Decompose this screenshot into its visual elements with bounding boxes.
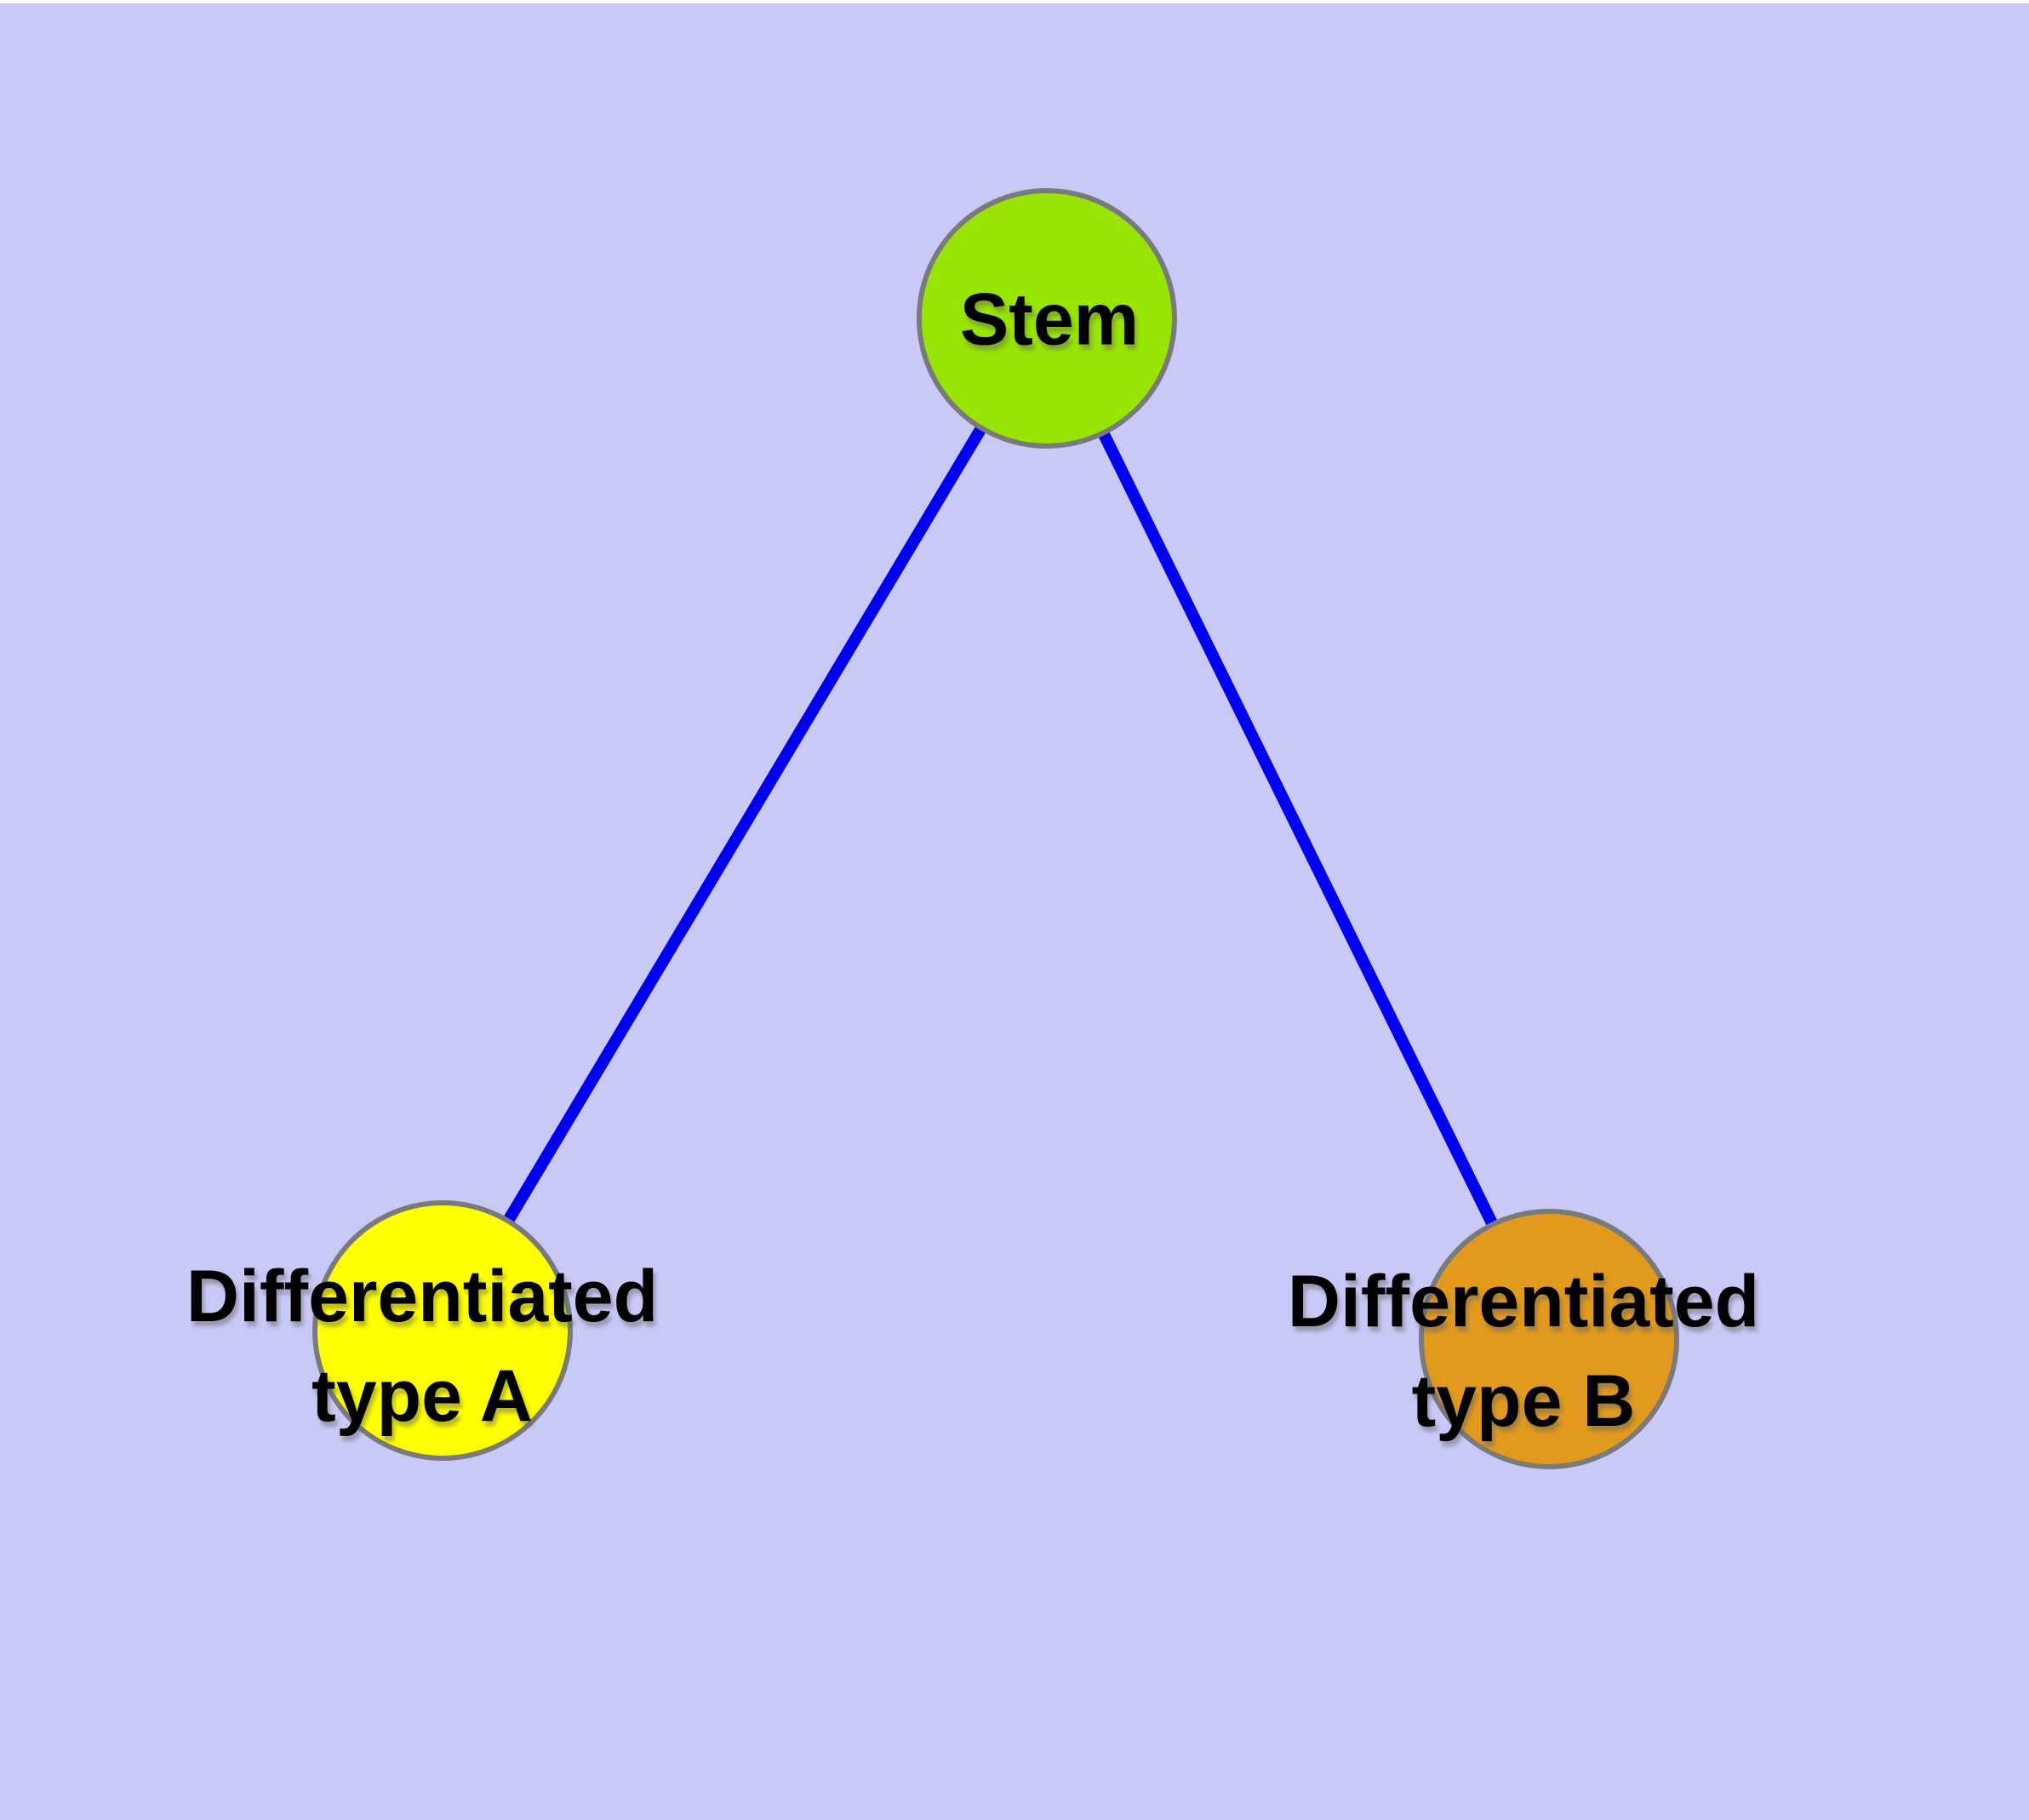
node-type-a-label-line-1: Differentiated: [186, 1256, 659, 1337]
edge-layer: [437, 315, 1555, 1342]
node-differentiated-type-a[interactable]: [312, 1200, 573, 1461]
node-differentiated-type-b-label: Differentiated type B: [1288, 1252, 1759, 1451]
node-type-b-label-line-2: type B: [1411, 1360, 1636, 1442]
node-differentiated-type-a-label: Differentiated type A: [186, 1247, 658, 1446]
graph-canvas: Stem Differentiated type A Differentiate…: [0, 3, 2029, 1820]
node-type-a-label-line-2: type A: [311, 1355, 533, 1437]
node-stem-label-line: Stem: [959, 278, 1140, 361]
node-differentiated-type-b[interactable]: [1419, 1209, 1679, 1469]
edge-stem-to-type-a: [437, 315, 1053, 1334]
edge-stem-to-type-b: [1041, 315, 1555, 1342]
node-type-b-label-line-1: Differentiated: [1287, 1261, 1760, 1342]
node-stem[interactable]: [917, 188, 1177, 449]
node-stem-label: Stem: [960, 271, 1139, 370]
